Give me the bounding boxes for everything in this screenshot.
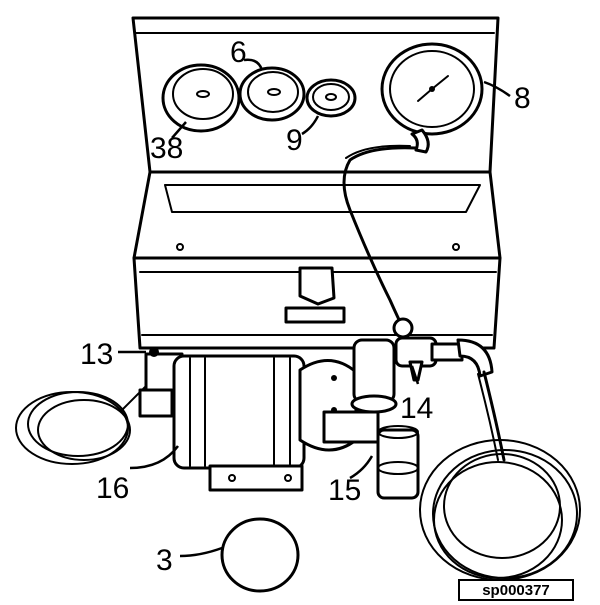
callout-38: 38 — [150, 132, 183, 165]
gauge-hose — [342, 146, 418, 332]
pump — [298, 338, 398, 452]
gauge-8 — [380, 42, 484, 154]
leader-lines — [118, 58, 511, 558]
callout-3: 3 — [156, 544, 173, 577]
o-ring-3 — [220, 517, 300, 593]
left-coiled-hose — [15, 381, 151, 465]
callout-16: 16 — [96, 472, 129, 505]
callout-8: 8 — [514, 82, 531, 115]
reference-id-label: sp000377 — [458, 579, 574, 601]
right-coiled-hose — [419, 370, 581, 581]
case-body — [132, 170, 502, 350]
gauge-38 — [161, 63, 241, 133]
callout-6: 6 — [230, 36, 247, 69]
gauge-6 — [238, 66, 306, 122]
motor-16 — [138, 352, 306, 492]
callout-13: 13 — [80, 338, 113, 371]
callout-14: 14 — [400, 392, 433, 425]
callout-9: 9 — [286, 124, 303, 157]
filter-15 — [376, 425, 420, 500]
gauge-9 — [305, 78, 357, 118]
callout-15: 15 — [328, 474, 361, 507]
